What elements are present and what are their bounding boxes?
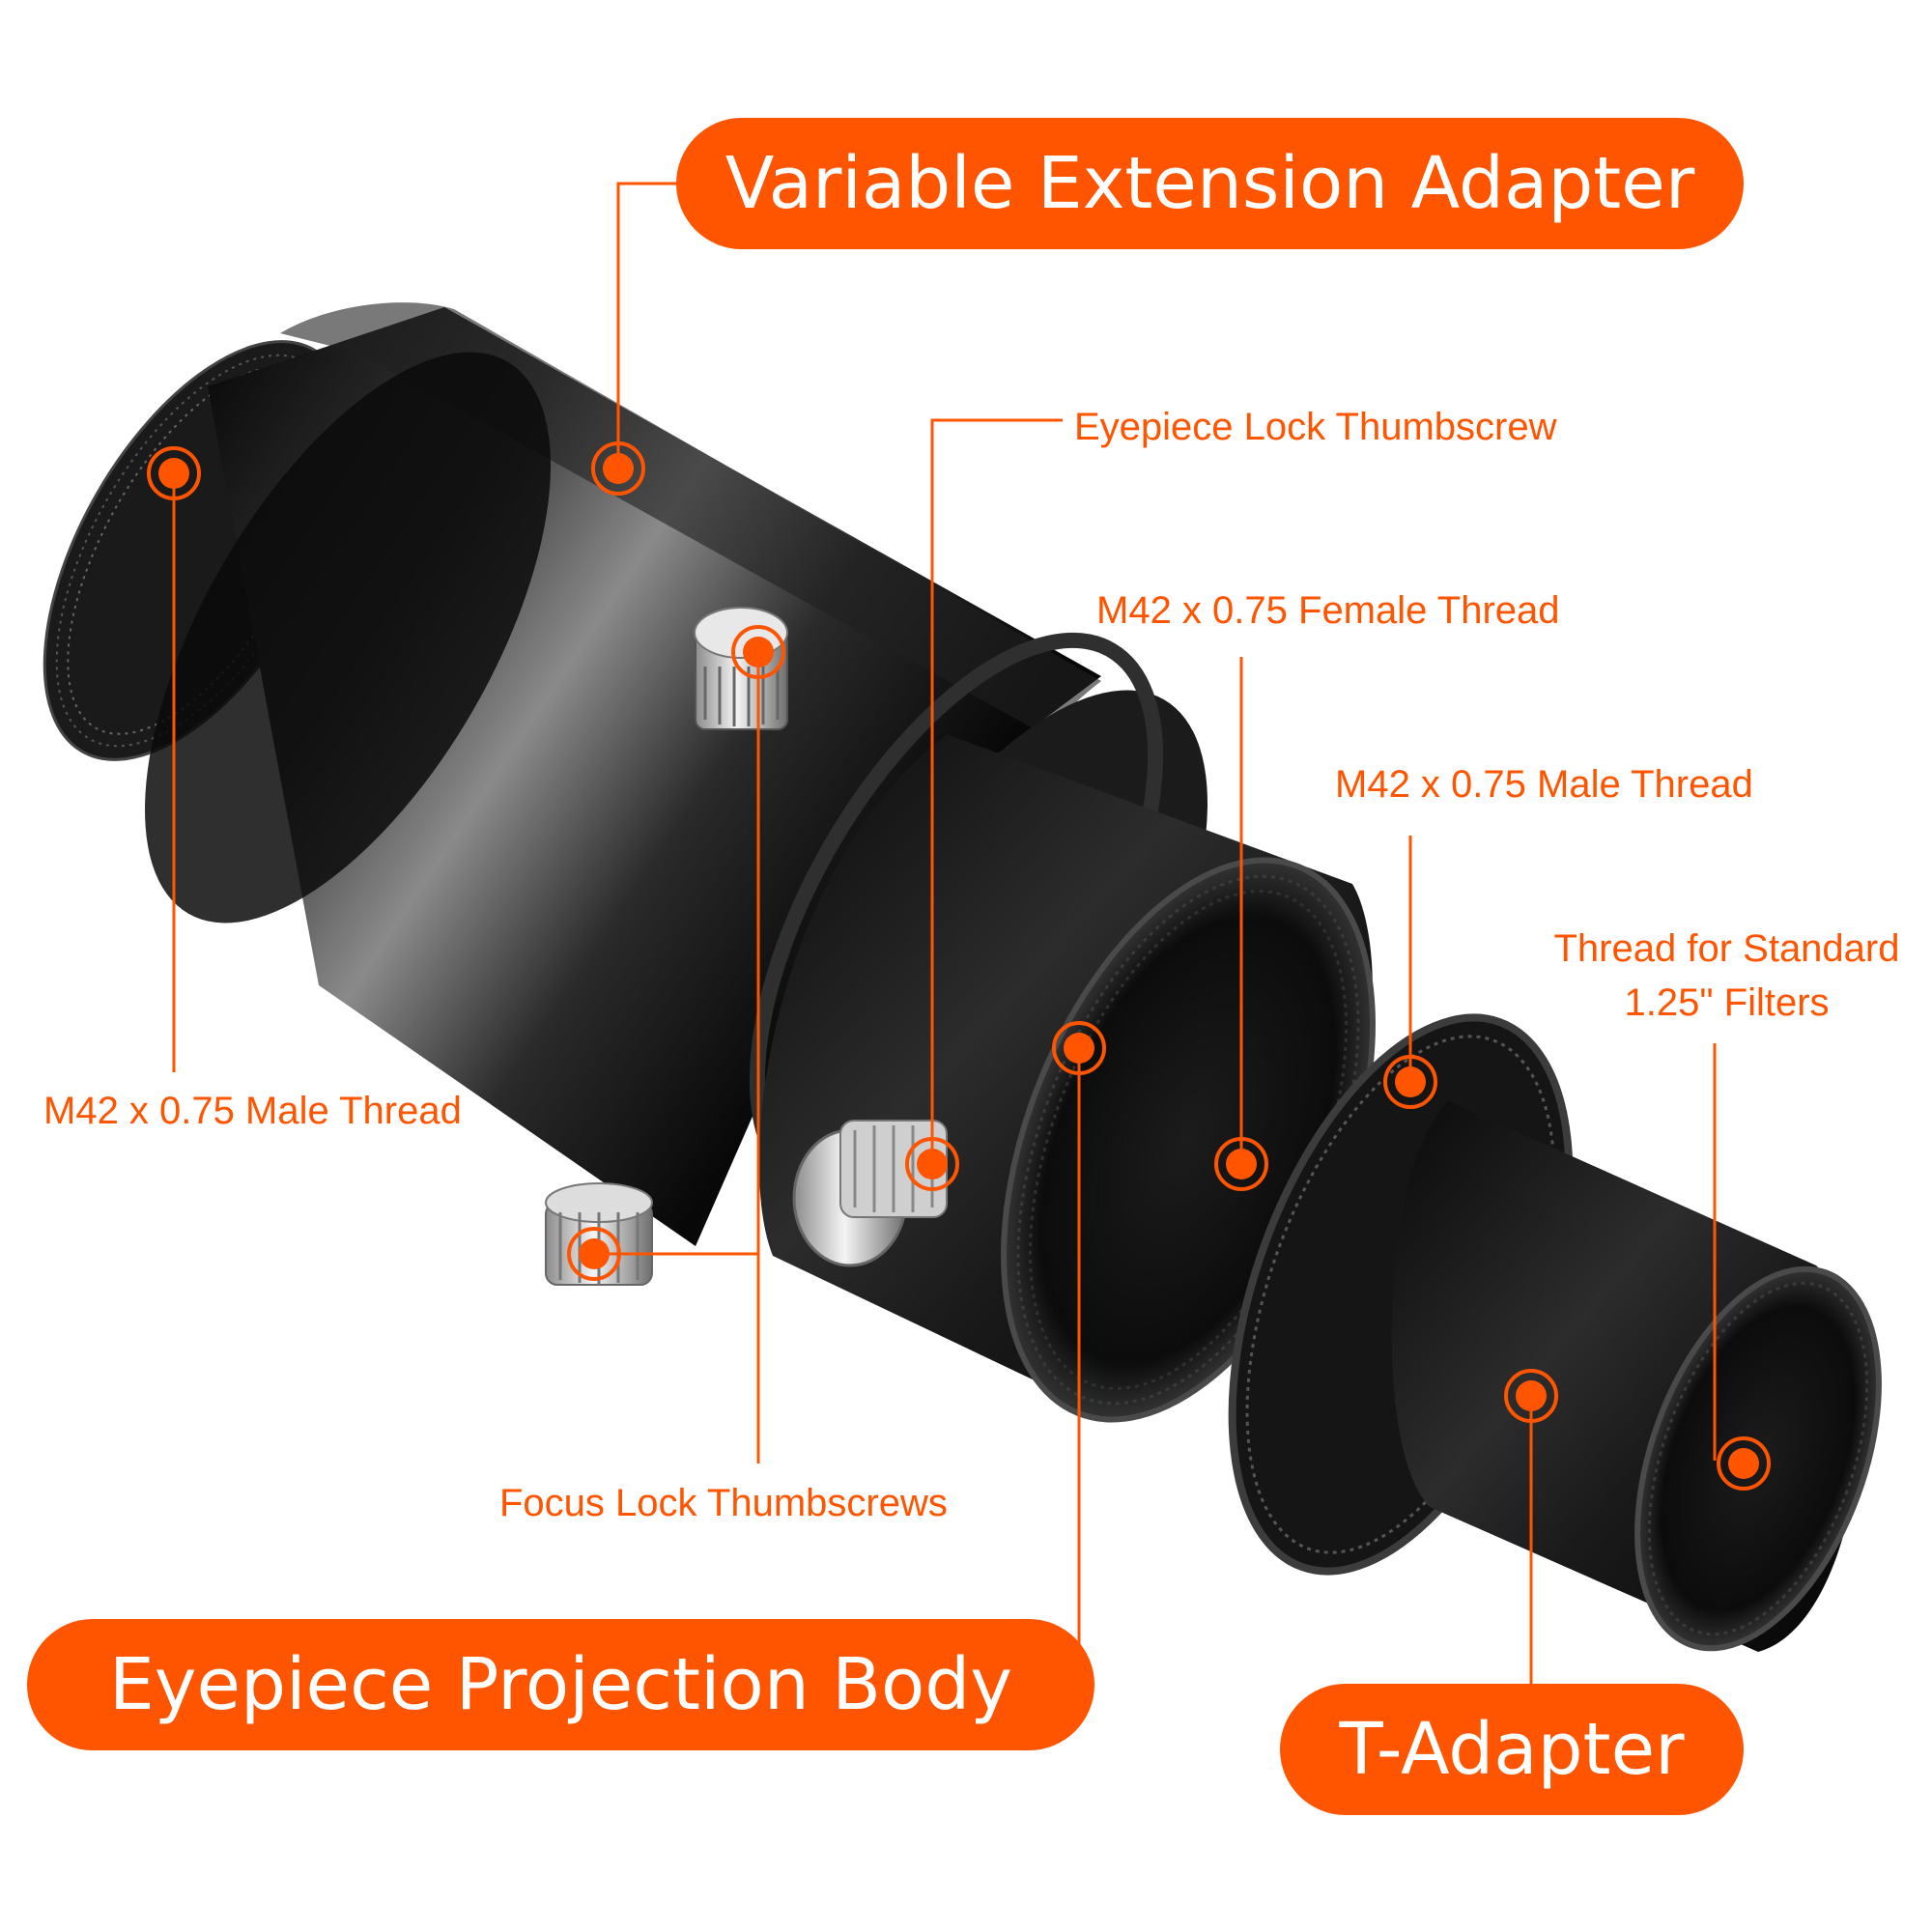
label-filter-thread-line2: 1.25" Filters xyxy=(1624,981,1830,1024)
title-projection-body-text: Eyepiece Projection Body xyxy=(108,1643,1013,1726)
marker-female-thread xyxy=(1214,1137,1268,1191)
label-focus-lock-thumbscrews: Focus Lock Thumbscrews xyxy=(499,1482,948,1524)
marker-t-adapter xyxy=(1504,1369,1558,1423)
variable-extension-tube xyxy=(43,302,1208,1262)
focus-lock-thumbscrew-small xyxy=(545,1182,653,1286)
callout-markers xyxy=(147,441,1771,1491)
label-male-thread-right: M42 x 0.75 Male Thread xyxy=(1335,763,1753,806)
title-t-adapter-text: T-Adapter xyxy=(1339,1708,1685,1791)
leader-lines xyxy=(172,182,1717,1686)
label-female-thread: M42 x 0.75 Female Thread xyxy=(1096,589,1560,632)
label-filter-thread-line1: Thread for Standard xyxy=(1553,927,1900,970)
label-male-thread-left: M42 x 0.75 Male Thread xyxy=(43,1090,462,1132)
title-t-adapter: T-Adapter xyxy=(1280,1684,1744,1815)
marker-focus-lock-small xyxy=(567,1227,621,1281)
t-adapter xyxy=(1228,1013,1882,1652)
marker-upper-thumbscrew xyxy=(731,625,785,679)
marker-variable-extension xyxy=(591,441,645,496)
title-eyepiece-projection-body: Eyepiece Projection Body xyxy=(27,1619,1094,1750)
leader-eyepiece-lock xyxy=(930,418,1063,1159)
marker-filter-thread xyxy=(1717,1436,1771,1491)
title-variable-extension-text: Variable Extension Adapter xyxy=(724,142,1695,225)
marker-eyepiece-lock xyxy=(905,1137,959,1191)
marker-projection-body xyxy=(1052,1021,1106,1075)
label-eyepiece-lock-thumbscrew: Eyepiece Lock Thumbscrew xyxy=(1074,406,1557,448)
marker-male-thread-left xyxy=(147,446,201,500)
leader-variable-extension xyxy=(616,182,676,469)
marker-male-thread-right xyxy=(1383,1055,1437,1109)
title-variable-extension-adapter: Variable Extension Adapter xyxy=(676,118,1744,249)
